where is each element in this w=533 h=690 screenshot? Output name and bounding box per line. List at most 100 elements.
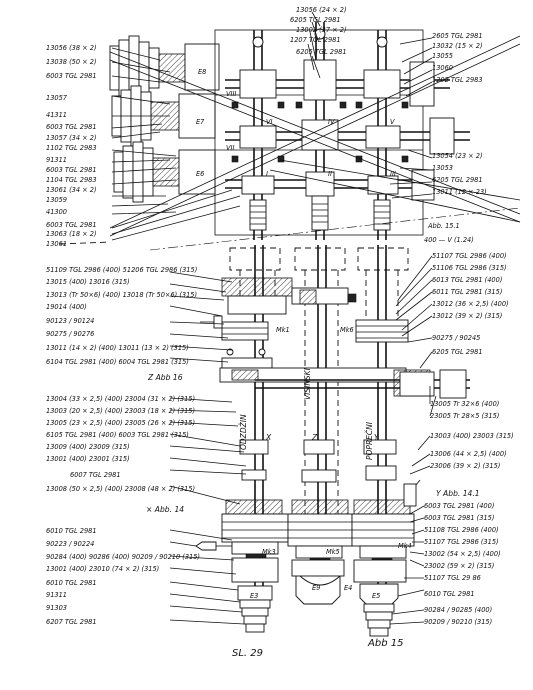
label: 13003 (20 × 2,5) (400) 23003 (18 × 2) (3… [46,407,195,415]
label: 6207 TGL 2981 [46,618,97,626]
label: 1104 TGL 2983 [46,176,97,184]
label: 1202 TGL 2983 [432,76,483,84]
label: 6007 TGL 2981 [70,471,121,479]
label: 90275 / 90276 [46,330,94,338]
clutch-mark: E5 [372,592,380,600]
clutch-mark: E7 [196,118,205,126]
label: 51107 TGL 2986 (315) [424,538,499,546]
label: 13004 (33 × 2,5) (400) 23004 (31 × 2) (3… [46,395,195,403]
label: 13060 [432,64,453,72]
shaft-mark: VI [266,118,273,126]
clutch-mark: Mk3 [262,548,276,556]
shaft-marks: I II III IV V VI VII VIII X Z Y [226,90,396,442]
left-top-label-group: 13056 (38 × 2) 13038 (50 × 2) 6003 TGL 2… [46,44,97,248]
label: 6104 TGL 2981 (400) 6004 TGL 2981 (315) [46,358,189,366]
label: 6205 TGL 2981 [432,176,483,184]
shaft-mark: X [265,433,272,442]
label: 13063 (18 × 2) [46,230,97,238]
clutch-mark: E4 [344,584,352,592]
vertical-label-transverse: POPREČNI [365,421,374,460]
clutch-mark: E3 [250,592,258,600]
label: 13012 (39 × 2) (315) [432,312,502,320]
label: 6010 TGL 2981 [424,590,475,598]
abb-title: Abb. 15.1 [427,222,460,230]
label: 91311 [46,156,67,164]
label: 41300 [46,208,67,216]
shaft-mark: III [390,170,396,178]
label: 13059 [46,196,67,204]
clutch-marks: E8 E7 E6 Mk1 Mk6 Mk3 Mk5 Mk4 E3 E9 E4 E5 [196,68,412,600]
left-gear-cluster-top [109,35,220,101]
label: 6205 TGL 2981 [290,16,341,24]
vertical-label-vertical: VISINSKI [303,367,312,400]
abb-subtitle: 400 — V (1.24) [424,236,474,244]
label: 13053 [432,164,453,172]
clutch-mark: E8 [198,68,206,76]
label: 13013 (Tr 50×6) (400) 13018 (Tr 50×6) (3… [46,291,197,299]
label: 13055 [432,52,453,60]
shaft-mark: Y [374,433,380,442]
shaft-mark: VII [226,144,234,152]
leader-lines [111,11,437,625]
label: 91303 [46,604,67,612]
abb14-1-label: Y Abb. 14.1 [436,489,480,498]
label: 13056 (38 × 2) [46,44,97,52]
label: 13011 (12 × 23) [432,188,487,196]
label: 51107 TGL 29 86 [424,574,481,582]
abb14-label: × Abb. 14 [146,505,184,514]
clutch-mark: E6 [196,170,204,178]
left-low-label-group: 13004 (33 × 2,5) (400) 23004 (31 × 2) (3… [46,395,195,514]
label: 6013 TGL 2981 (400) [432,276,502,284]
label: 13001 (400) 23001 (315) [46,455,130,463]
section-cut-line [149,207,521,251]
label: 51106 TGL 2986 (315) [432,264,507,272]
label: 90223 / 90224 [46,540,94,548]
label: 13057 (34 × 2) [46,134,97,142]
bottom-left-label-group: 6010 TGL 2981 90223 / 90224 90284 (400) … [46,527,200,626]
abb16-label: Z Abb 16 [147,373,183,382]
shaft-mark: I [266,170,268,178]
shaft-mark: Z [311,433,318,442]
label: 6205 TGL 2981 [296,48,347,56]
label: 13061 (34 × 2) [46,186,97,194]
label: 6011 TGL 2981 (315) [432,288,502,296]
label: 13057 [46,94,68,102]
label: 23005 Tr 28×5 (315) [430,412,499,420]
label: 90284 (400) 90286 (400) 90209 / 90210 (3… [46,553,200,561]
label: 90123 / 90124 [46,317,94,325]
label: 13002 (37 × 2) [296,26,347,34]
label: 6003 TGL 2981 [46,72,97,80]
label: 13005 Tr 32×6 (400) [430,400,499,408]
label: 6003 TGL 2981 (400) [424,502,494,510]
label: 6010 TGL 2981 [46,527,97,535]
bottom-motor-right [359,583,399,637]
label: 90209 / 90210 (315) [424,618,492,626]
label: 6003 TGL 2981 (315) [424,514,494,522]
label: 6105 TGL 2981 (400) 6003 TGL 2981 (315) [46,431,189,439]
label: 91311 [46,591,67,599]
shaft-mark: IV [328,118,335,126]
label: 90284 / 90285 (400) [424,606,492,614]
label: 6205 TGL 2981 [432,348,483,356]
clutch-mark: Mk5 [326,548,340,556]
bottom-motor-left [237,585,273,633]
label: 13009 (400) 23009 (315) [46,443,130,451]
label: 6010 TGL 2981 [46,579,97,587]
label: 1102 TGL 2983 [46,144,97,152]
clutch-mark: Mk6 [340,326,354,334]
label: 13061 [46,240,67,248]
label: 2605 TGL 2981 [432,32,483,40]
clutch-mark: Mk1 [276,326,290,334]
shaft-mark: VIII [226,90,236,98]
label: 13032 (15 × 2) [432,42,483,50]
label: 13005 (23 × 2,5) (400) 23005 (26 × 2) (3… [46,419,195,427]
label: 13054 (23 × 2) [432,152,483,160]
right-mid-label-group: 51107 TGL 2986 (400) 51106 TGL 2986 (315… [432,252,509,356]
label: 1207 TGL 2981 [290,36,341,44]
label: 13006 (44 × 2,5) (400) [430,450,507,458]
label: 51109 TGL 2986 (400) 51206 TGL 2986 (315… [46,266,197,274]
label: 13012 (36 × 2,5) (400) [432,300,509,308]
label: 6003 TGL 2981 [46,166,97,174]
label: 13001 (400) 23010 (74 × 2) (315) [46,565,159,573]
label: 13003 (400) 23003 (315) [430,432,514,440]
